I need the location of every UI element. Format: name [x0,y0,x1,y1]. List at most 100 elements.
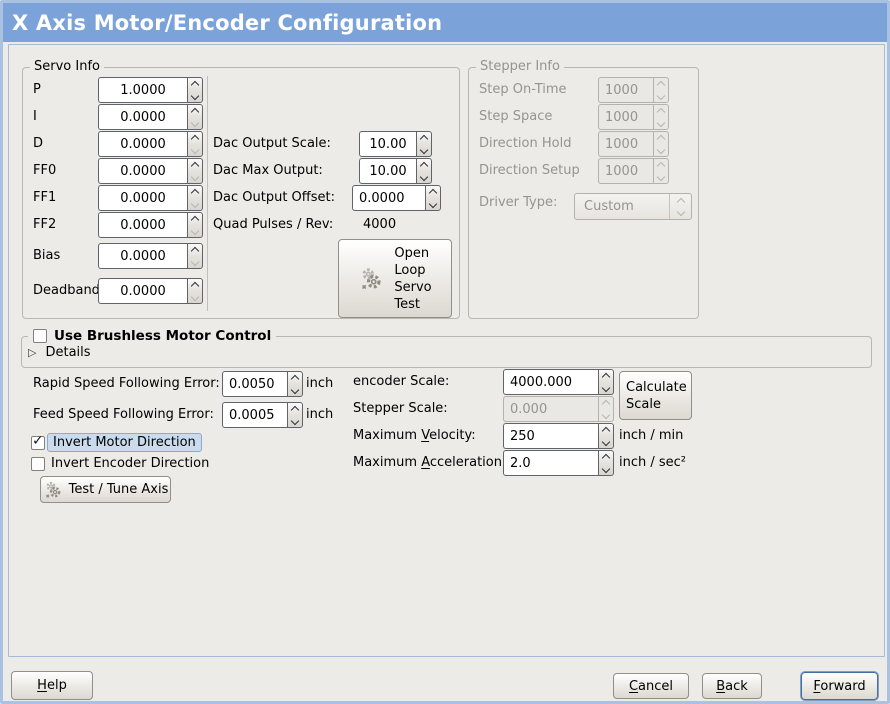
spin-up-button [601,399,611,408]
servo-info-frame-label: Servo Info [30,59,104,74]
help-button[interactable]: Help [11,671,93,700]
p-label: P [33,82,41,97]
i-spinbox[interactable]: 0.0000 [98,104,203,130]
spin-down-button[interactable] [190,226,200,235]
forward-button[interactable]: Forward [801,672,878,700]
spin-down-button[interactable] [190,257,200,266]
spin-down-button [656,172,666,181]
deadband-spinbox[interactable]: 0.0000 [98,278,203,304]
ff1-spinbox[interactable]: 0.0000 [98,185,203,211]
dac-output-offset-input[interactable]: 0.0000 [352,185,425,211]
dac-output-offset-spinbox[interactable]: 0.0000 [352,185,441,211]
d-input[interactable]: 0.0000 [98,131,187,157]
encoder-scale-spinbox[interactable]: 4000.000 [503,369,614,395]
maximum-acceleration-label: Maximum Acceleration: [353,455,507,470]
spin-up-button[interactable] [190,107,200,116]
spin-up-button[interactable] [428,188,438,197]
p-spinbox[interactable]: 1.0000 [98,77,203,103]
servo-info-frame: Servo Info P I D FF0 FF1 FF2 Bias Deadba… [22,59,460,319]
spin-up-button[interactable] [190,188,200,197]
spin-down-button[interactable] [190,91,200,100]
d-spinbox[interactable]: 0.0000 [98,131,203,157]
maximum-velocity-spinbox[interactable]: 250 [503,423,614,449]
spin-up-button[interactable] [190,246,200,255]
gears-icon [45,481,60,498]
spin-down-button [656,91,666,100]
test-tune-axis-button[interactable]: Test / Tune Axis [40,476,171,503]
rapid-following-error-spinbox[interactable]: 0.0050 [222,371,303,397]
spin-up-button[interactable] [601,453,611,462]
spin-up-button[interactable] [190,281,200,290]
deadband-input[interactable]: 0.0000 [98,278,187,304]
cancel-button[interactable]: Cancel [613,673,689,699]
spin-down-button[interactable] [419,172,429,181]
spin-up-button[interactable] [290,374,300,383]
feed-following-error-spinbox[interactable]: 0.0005 [222,402,303,428]
spin-down-button[interactable] [601,464,611,473]
spin-down-button[interactable] [290,385,300,394]
invert-encoder-direction-label[interactable]: Invert Encoder Direction [51,456,210,471]
maximum-acceleration-spinbox[interactable]: 2.0 [503,450,614,476]
ff1-input[interactable]: 0.0000 [98,185,187,211]
ff2-input[interactable]: 0.0000 [98,212,187,238]
spin-down-button[interactable] [190,172,200,181]
spin-up-button[interactable] [190,215,200,224]
p-input[interactable]: 1.0000 [98,77,187,103]
direction-hold-input: 1000 [598,131,653,157]
spin-down-button[interactable] [428,199,438,208]
step-space-input: 1000 [598,104,653,130]
spin-down-button[interactable] [601,383,611,392]
spin-up-button[interactable] [190,134,200,143]
invert-motor-direction-label[interactable]: Invert Motor Direction [47,433,202,452]
back-button[interactable]: Back [702,673,762,699]
ff2-spinbox[interactable]: 0.0000 [98,212,203,238]
dac-output-offset-label: Dac Output Offset: [213,190,335,205]
invert-encoder-direction-checkbox[interactable] [31,457,45,471]
spin-up-button[interactable] [601,426,611,435]
spin-up-button[interactable] [190,80,200,89]
encoder-scale-input[interactable]: 4000.000 [503,369,598,395]
use-brushless-checkbox[interactable] [33,329,47,343]
feed-following-error-unit: inch [306,407,334,422]
brushless-checkbox-row: Use Brushless Motor Control [28,328,277,344]
spin-down-button[interactable] [190,292,200,301]
ff0-spinbox[interactable]: 0.0000 [98,158,203,184]
spin-up-button[interactable] [419,161,429,170]
open-loop-servo-test-button[interactable]: Open Loop Servo Test [338,239,452,318]
dac-max-output-spinbox[interactable]: 10.00 [359,158,432,184]
page-title: X Axis Motor/Encoder Configuration [12,10,443,35]
bias-input[interactable]: 0.0000 [98,243,187,269]
rapid-following-error-input[interactable]: 0.0050 [222,371,287,397]
spin-down-button[interactable] [601,437,611,446]
calculate-scale-button[interactable]: Calculate Scale [619,371,692,420]
step-on-time-input: 1000 [598,77,653,103]
spin-down-button[interactable] [190,118,200,127]
spin-up-button[interactable] [601,372,611,381]
ff0-input[interactable]: 0.0000 [98,158,187,184]
spin-up-button [656,161,666,170]
dac-max-output-input[interactable]: 10.00 [359,158,416,184]
spin-down-button[interactable] [190,145,200,154]
spin-up-button[interactable] [290,405,300,414]
spin-up-button[interactable] [190,161,200,170]
spin-down-button[interactable] [190,199,200,208]
step-space-spinbox: 1000 [598,104,669,130]
maximum-velocity-input[interactable]: 250 [503,423,598,449]
spin-down-button[interactable] [290,416,300,425]
dac-output-scale-input[interactable]: 10.00 [359,131,416,157]
rapid-following-error-label: Rapid Speed Following Error: [33,376,220,391]
details-expander[interactable]: ▷ Details [28,345,91,360]
maximum-acceleration-input[interactable]: 2.0 [503,450,598,476]
bias-spinbox[interactable]: 0.0000 [98,243,203,269]
spin-down-button[interactable] [419,145,429,154]
spin-down-button [656,118,666,127]
dac-output-scale-label: Dac Output Scale: [213,136,331,151]
dac-output-scale-spinbox[interactable]: 10.00 [359,131,432,157]
i-input[interactable]: 0.0000 [98,104,187,130]
spin-up-button [656,107,666,116]
invert-motor-direction-checkbox[interactable]: ✓ [31,433,45,450]
feed-following-error-input[interactable]: 0.0005 [222,402,287,428]
back-button-label: Back [716,678,748,694]
spin-up-button[interactable] [419,134,429,143]
